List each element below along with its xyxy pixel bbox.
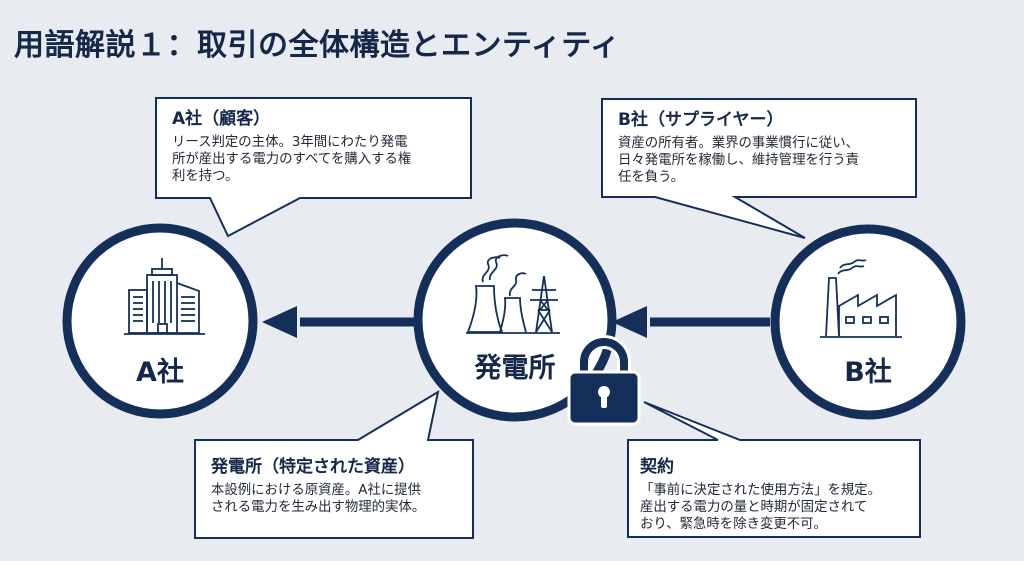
callout-contract: 契約 「事前に決定された使用方法」を規定。 産出する電力の量と時期が固定されて … — [630, 448, 922, 541]
node-label-a-company: A社 — [136, 357, 184, 388]
padlock-icon[interactable] — [567, 335, 641, 426]
callout-line: 利を持つ。 — [172, 169, 239, 184]
callout-power-plant: 発電所（特定された資産） 本設例における原資産。A社に提供 される電力を生み出す… — [197, 448, 473, 524]
callout-line: リース判定の主体。3年間にわたり発電 — [172, 135, 408, 150]
callout-a-company-heading: A社（顧客） — [172, 109, 271, 129]
node-circle-b-company[interactable] — [770, 224, 966, 420]
callout-contract-shape — [627, 401, 921, 538]
callout-b-company-body: 資産の所有者。業界の事業慣行に従い、 日々発電所を稼働し、維持管理を行う責 任を… — [618, 135, 902, 186]
power-plant-icon — [466, 254, 560, 334]
callout-b-company-shape — [601, 98, 917, 239]
office-building-icon — [124, 258, 205, 335]
callout-line: 所が産出する電力のすべてを購入する権 — [172, 152, 412, 167]
callout-line: 本設例における原資産。A社に提供 — [211, 483, 422, 498]
callout-a-company-body: リース判定の主体。3年間にわたり発電 所が産出する電力のすべてを購入する権 利を… — [172, 134, 456, 185]
callout-a-company: A社（顧客） リース判定の主体。3年間にわたり発電 所が産出する電力のすべてを購… — [158, 100, 470, 193]
callout-line: される電力を生み出す物理的実体。 — [211, 500, 426, 515]
callout-a-company-shape — [155, 97, 472, 238]
callout-line: 日々発電所を稼働し、維持管理を行う責 — [618, 153, 860, 168]
factory-icon — [820, 259, 902, 338]
callout-line: 任を負う。 — [618, 170, 685, 185]
node-label-b-company: B社 — [844, 357, 892, 388]
callout-power-plant-shape — [194, 389, 474, 539]
callout-contract-body: 「事前に決定された使用方法」を規定。 産出する電力の量と時期が固定されて おり、… — [640, 482, 908, 533]
node-circle-power-plant[interactable] — [413, 218, 617, 422]
node-label-power-plant: 発電所 — [474, 353, 556, 384]
node-circle-a-company[interactable] — [62, 223, 258, 419]
arrow-plant-to-a — [262, 306, 420, 338]
callout-line: 資産の所有者。業界の事業慣行に従い、 — [618, 136, 860, 151]
callout-b-company-heading: B社（サプライヤー） — [618, 110, 784, 130]
callout-power-plant-heading: 発電所（特定された資産） — [211, 457, 415, 477]
callout-power-plant-body: 本設例における原資産。A社に提供 される電力を生み出す物理的実体。 — [211, 482, 459, 516]
callout-line: おり、緊急時を除き変更不可。 — [640, 517, 827, 532]
callout-line: 産出する電力の量と時期が固定されて — [640, 500, 868, 515]
arrow-b-to-plant — [612, 306, 770, 338]
callout-b-company: B社（サプライヤー） 資産の所有者。業界の事業慣行に従い、 日々発電所を稼働し、… — [604, 101, 916, 194]
callout-contract-heading: 契約 — [640, 457, 674, 477]
callout-line: 「事前に決定された使用方法」を規定。 — [640, 483, 882, 498]
page-title: 用語解説１：取引の全体構造とエンティティ — [14, 28, 621, 63]
